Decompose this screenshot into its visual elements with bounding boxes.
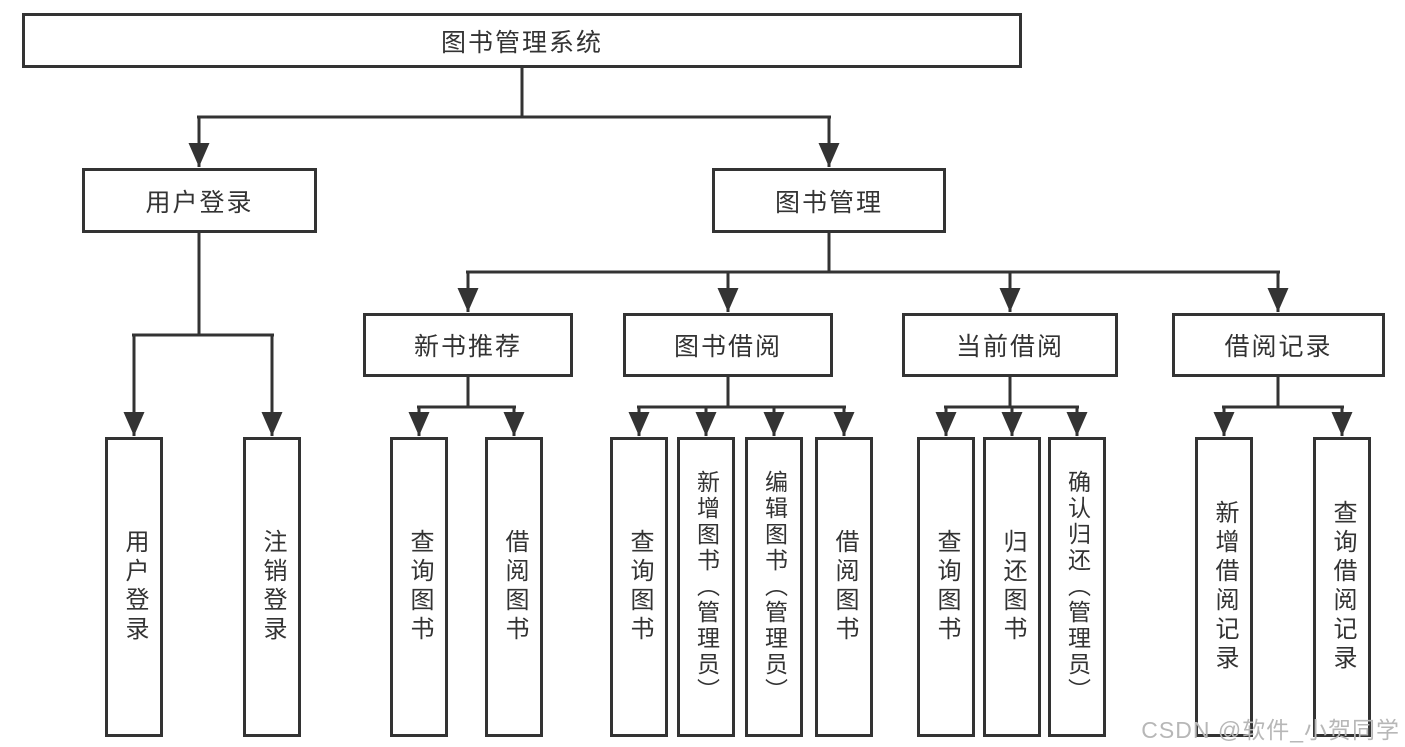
node-current-borrowing-label: 当前借阅 — [955, 333, 1064, 361]
leaf-edit-books-admin-label: 编辑图书（管理员） — [761, 470, 788, 704]
node-new-book-recommend: 新书推荐 — [363, 313, 573, 377]
leaf-confirm-return-admin-label: 确认归还（管理员） — [1064, 470, 1091, 704]
node-book-borrowing: 图书借阅 — [623, 313, 833, 377]
leaf-logout-login: 注销登录 — [243, 437, 301, 737]
leaf-edit-books-admin: 编辑图书（管理员） — [745, 437, 803, 737]
node-user-login: 用户登录 — [82, 168, 317, 233]
leaf-query-books-recommend-label: 查询图书 — [406, 529, 433, 645]
leaf-borrow-books-recommend-label: 借阅图书 — [501, 529, 528, 645]
leaf-add-borrow-record-label: 新增借阅记录 — [1211, 500, 1238, 674]
node-user-login-label: 用户登录 — [145, 188, 254, 217]
leaf-add-books-admin-label: 新增图书（管理员） — [693, 470, 720, 704]
node-new-book-recommend-label: 新书推荐 — [413, 333, 522, 361]
node-borrowing-records: 借阅记录 — [1172, 313, 1385, 377]
leaf-query-borrow-record-label: 查询借阅记录 — [1329, 500, 1356, 674]
leaf-confirm-return-admin: 确认归还（管理员） — [1048, 437, 1106, 737]
leaf-query-borrow-record: 查询借阅记录 — [1313, 437, 1371, 737]
leaf-logout-login-label: 注销登录 — [259, 529, 286, 645]
leaf-borrow-books-borrowing-label: 借阅图书 — [831, 529, 858, 645]
leaf-query-books-current: 查询图书 — [917, 437, 975, 737]
leaf-add-borrow-record: 新增借阅记录 — [1195, 437, 1253, 737]
leaf-return-books-label: 归还图书 — [999, 529, 1026, 645]
leaf-query-books-recommend: 查询图书 — [390, 437, 448, 737]
node-book-management: 图书管理 — [712, 168, 946, 233]
leaf-borrow-books-borrowing: 借阅图书 — [815, 437, 873, 737]
leaf-borrow-books-recommend: 借阅图书 — [485, 437, 543, 737]
leaf-return-books: 归还图书 — [983, 437, 1041, 737]
node-book-borrowing-label: 图书借阅 — [673, 333, 782, 361]
csdn-watermark: CSDN @软件_小贺同学 — [1141, 717, 1400, 743]
leaf-query-books-borrowing-label: 查询图书 — [626, 529, 653, 645]
leaf-query-books-current-label: 查询图书 — [933, 529, 960, 645]
node-book-management-label: 图书管理 — [774, 188, 883, 217]
node-borrowing-records-label: 借阅记录 — [1224, 333, 1333, 361]
leaf-user-login: 用户登录 — [105, 437, 163, 737]
leaf-user-login-label: 用户登录 — [121, 529, 148, 645]
node-root-system: 图书管理系统 — [22, 13, 1022, 68]
leaf-query-books-borrowing: 查询图书 — [610, 437, 668, 737]
node-root-label: 图书管理系统 — [440, 28, 603, 57]
node-current-borrowing: 当前借阅 — [902, 313, 1118, 377]
leaf-add-books-admin: 新增图书（管理员） — [677, 437, 735, 737]
